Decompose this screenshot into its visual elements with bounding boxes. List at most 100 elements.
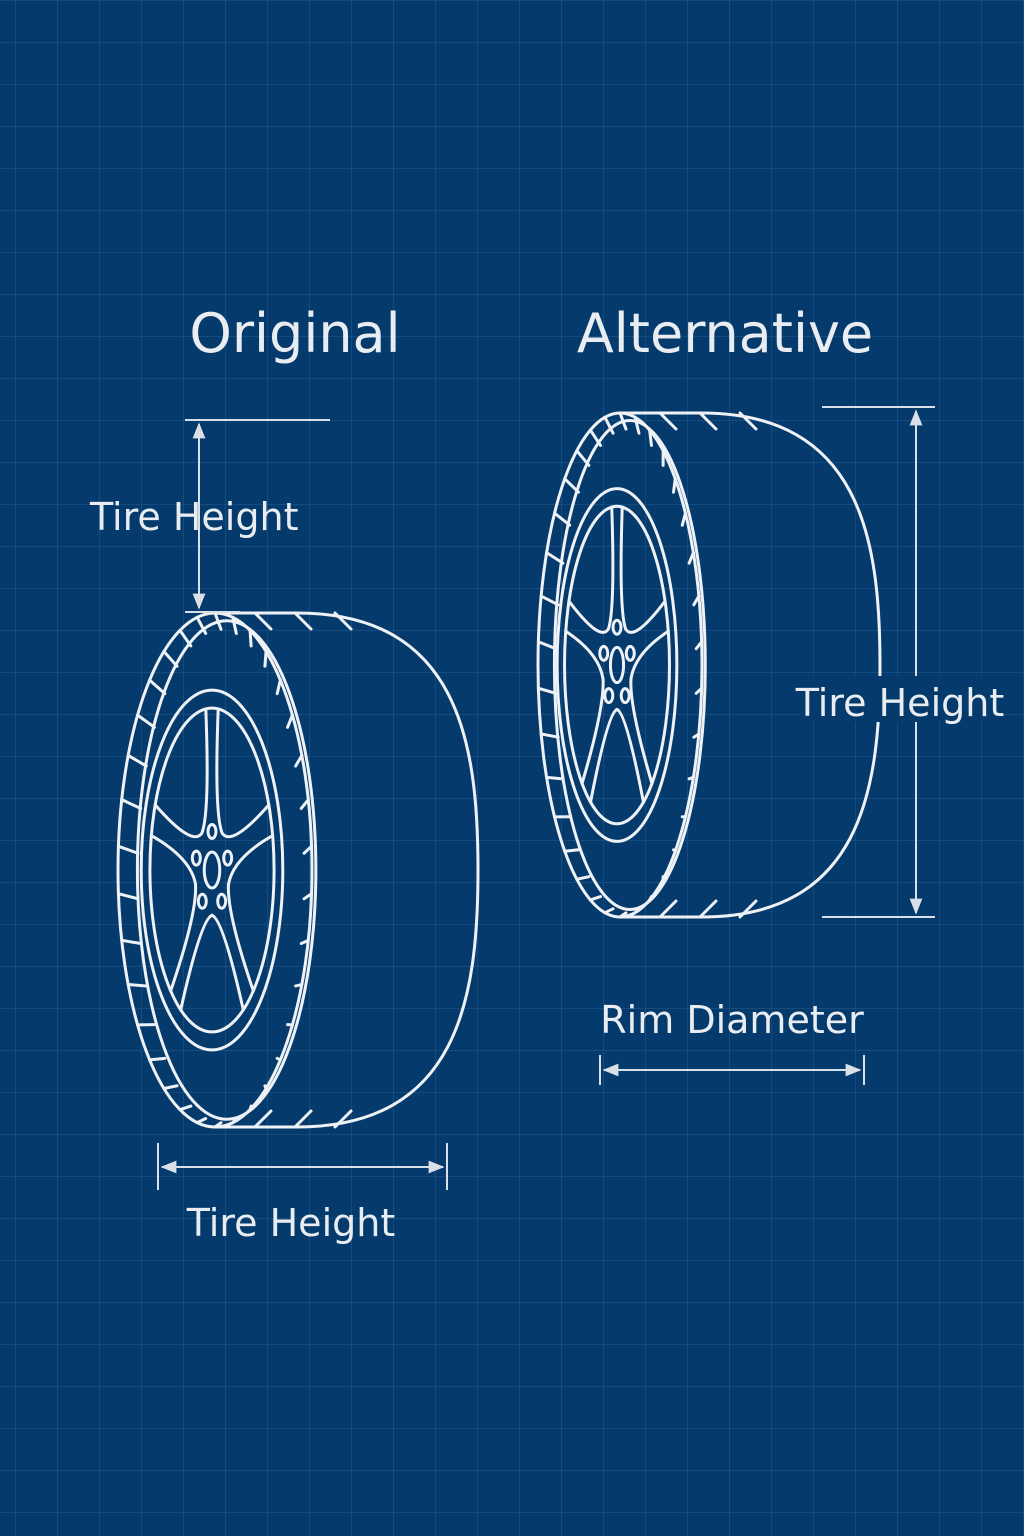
tread-mark [253, 611, 273, 631]
lug-nut-hole [603, 687, 615, 705]
tread-mark [563, 848, 580, 853]
tire-tread-edge [135, 619, 318, 1121]
tread-mark [588, 895, 603, 902]
tread-mark [263, 1084, 268, 1091]
tread-mark [253, 1109, 273, 1129]
tread-mark [162, 1084, 179, 1091]
wheel-spoke [200, 707, 209, 835]
original-title: Original [189, 302, 400, 365]
tread-mark [120, 938, 143, 946]
tread-mark [231, 615, 238, 635]
tread-mark [195, 615, 208, 635]
tread-mark [213, 1121, 223, 1129]
tread-mark [162, 649, 179, 668]
tread-mark [672, 848, 677, 853]
lug-nut-hole [598, 644, 610, 662]
hub-center [608, 645, 626, 685]
lug-nut-hole [624, 644, 636, 662]
tread-mark [738, 899, 758, 919]
wheel-spoke [210, 913, 245, 1012]
tread-mark [575, 875, 591, 881]
tire-tread-edge [552, 419, 707, 911]
tread-mark [302, 844, 314, 855]
tread-mark [563, 477, 580, 494]
tread-mark [263, 649, 268, 668]
tread-mark [603, 415, 615, 435]
tread-mark [178, 628, 193, 648]
wheel-spoke [153, 803, 204, 839]
tread-mark [692, 594, 701, 607]
tread-mark [618, 411, 628, 431]
tread-mark [126, 983, 148, 988]
tread-mark [275, 1056, 282, 1062]
tread-mark [248, 628, 253, 648]
original-width-dimension [157, 1143, 448, 1190]
rim-outer [139, 688, 285, 1052]
tread-mark [588, 428, 603, 447]
tread-mark [536, 686, 558, 695]
wheel-spoke [589, 707, 619, 804]
tread-mark [633, 907, 641, 915]
tread-mark [539, 732, 560, 739]
tread-mark [694, 686, 704, 695]
tread-mark [148, 678, 167, 696]
rim-inner [563, 504, 671, 826]
hub-center [202, 850, 222, 890]
tread-mark [658, 411, 678, 431]
tread-mark [687, 775, 695, 781]
wheel-spoke [624, 599, 667, 634]
tread-mark [738, 411, 758, 431]
original-tire [116, 611, 480, 1129]
tread-mark [694, 640, 704, 651]
lug-nut-hole [216, 892, 228, 910]
tread-mark [116, 892, 140, 901]
rim-diameter-dimension [599, 1055, 865, 1085]
tread-mark [658, 899, 678, 919]
tread-mark [116, 844, 140, 855]
wheel-spoke [227, 834, 275, 886]
tread-mark [293, 611, 313, 631]
lug-nut-hole [206, 822, 218, 840]
tread-mark [545, 551, 565, 565]
wheel-spoke [179, 913, 214, 1012]
tread-mark [299, 938, 310, 946]
tread-mark [545, 775, 565, 781]
tread-mark [603, 907, 615, 915]
tread-mark [195, 1117, 208, 1125]
tread-mark [126, 753, 148, 768]
tread-mark [575, 449, 591, 467]
tread-mark [286, 713, 294, 729]
tread-mark [302, 892, 314, 901]
tread-mark [539, 594, 560, 607]
tire-body-outline [618, 411, 882, 919]
alternative-height-dimension [822, 406, 935, 918]
tread-mark [148, 1056, 167, 1062]
wheel-spoke [606, 505, 615, 631]
tread-mark [299, 798, 310, 810]
wheel-spoke [629, 677, 654, 785]
tread-mark [136, 713, 156, 729]
tread-mark [294, 983, 304, 988]
tread-mark [680, 511, 687, 527]
original-bottom-label: Tire Height [186, 1201, 395, 1245]
wheel-spoke [567, 599, 610, 634]
wheel-spoke [215, 707, 224, 835]
alternative-title: Alternative [577, 302, 873, 365]
tread-mark [294, 753, 304, 768]
tread-mark [553, 511, 572, 527]
wheel-spoke [619, 505, 628, 631]
tread-mark [633, 415, 641, 435]
wheel-spoke [615, 707, 645, 804]
tread-mark [618, 911, 628, 919]
wheel-spoke [629, 629, 670, 681]
tread-mark [178, 1104, 193, 1112]
lug-nut-hole [196, 892, 208, 910]
lug-nut-hole [222, 849, 234, 867]
lug-nut-hole [619, 687, 631, 705]
tread-mark [692, 732, 701, 739]
tread-mark [698, 411, 718, 431]
tread-mark [333, 611, 353, 631]
original-height-dimension [185, 419, 330, 613]
